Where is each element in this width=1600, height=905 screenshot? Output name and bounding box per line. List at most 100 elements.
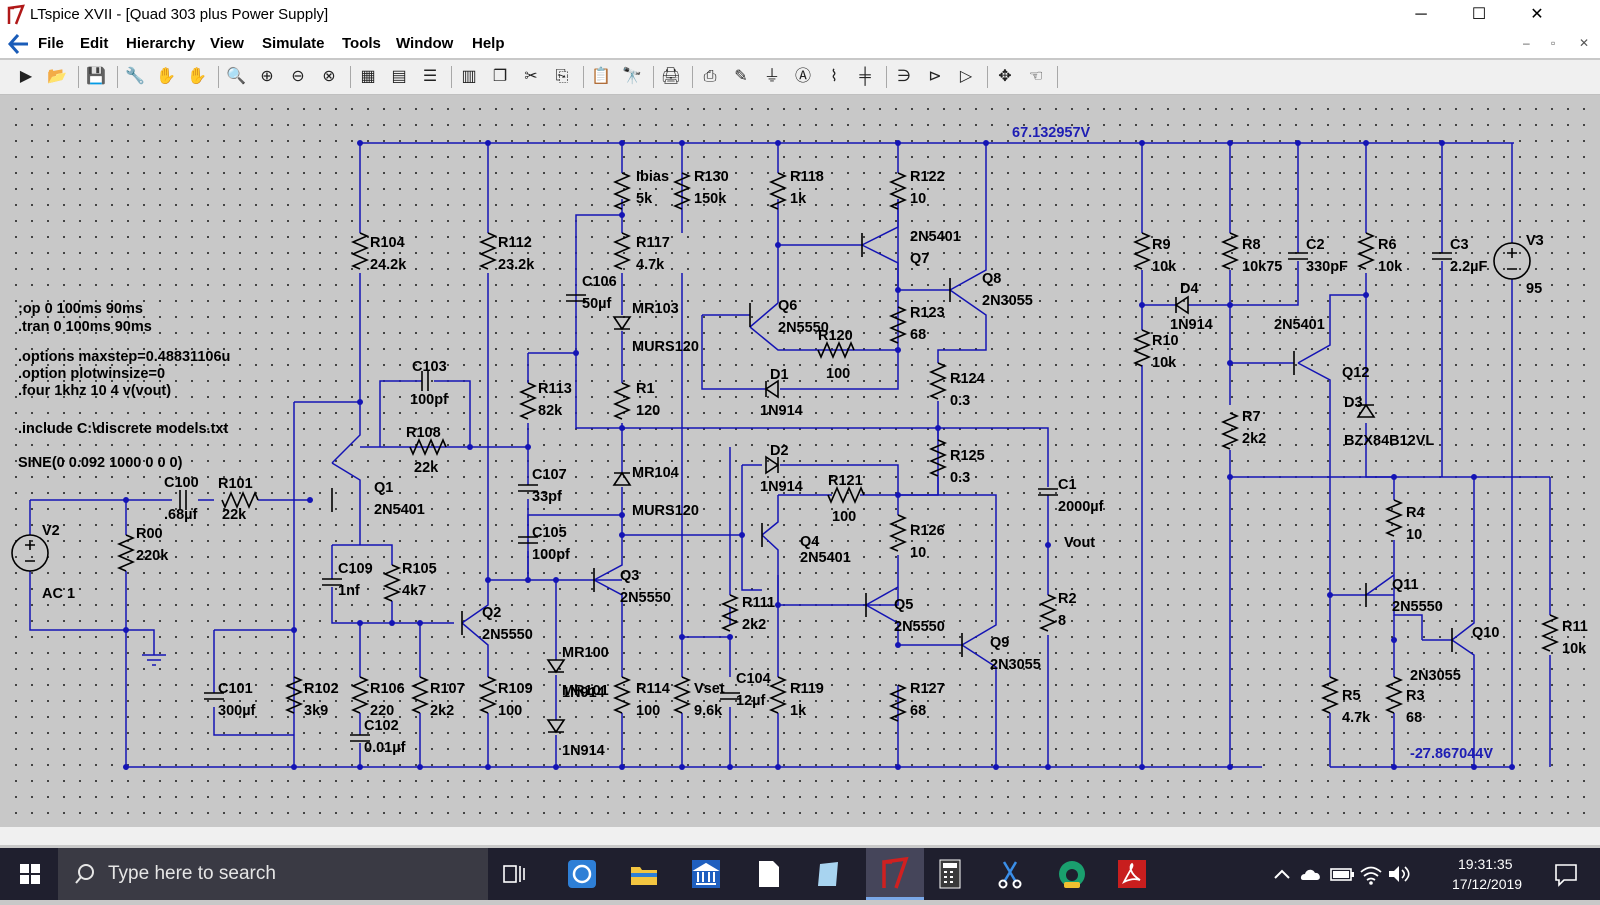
mr100-diode[interactable] [546, 659, 566, 674]
r130-resistor[interactable] [672, 172, 692, 210]
r113-resistor[interactable] [518, 382, 538, 420]
include-directive[interactable]: .include C:\discrete models.txt [18, 421, 228, 437]
c1-capacitor[interactable] [1038, 488, 1058, 496]
menu-window[interactable]: Window [396, 35, 454, 52]
sine-source-spec[interactable]: SINE(0 0.092 1000 0 0 0) [18, 455, 183, 471]
halt-icon[interactable]: ✋ [156, 68, 176, 85]
op-directive[interactable]: ;op 0 100ms 90ms [18, 301, 143, 317]
menu-tools[interactable]: Tools [342, 35, 381, 52]
snipping-tool-icon[interactable] [994, 858, 1026, 890]
r2-resistor[interactable] [1038, 594, 1058, 632]
menu-help[interactable]: Help [472, 35, 505, 52]
onedrive-cloud-icon[interactable] [1298, 862, 1324, 886]
cascade-icon[interactable]: ❐ [492, 68, 508, 85]
r8-resistor[interactable] [1220, 232, 1240, 270]
file-explorer-icon[interactable] [628, 858, 660, 890]
v3-voltage-source[interactable] [1493, 242, 1531, 280]
tran-directive[interactable]: .tran 0 100ms 90ms [18, 319, 152, 335]
capacitor-icon[interactable]: ╪ [859, 68, 871, 85]
run-icon[interactable]: ▶ [19, 68, 33, 85]
ground-icon[interactable]: ⏚ [763, 68, 780, 85]
schematic-canvas[interactable]: 67.132957V -27.867044V Vout ;op 0 100ms … [2, 95, 1598, 825]
c106-capacitor[interactable] [566, 294, 586, 302]
resistor-icon[interactable]: ⌇ [830, 68, 838, 85]
mr104-diode[interactable] [612, 471, 632, 486]
menu-file[interactable]: File [38, 35, 64, 52]
label-net-icon[interactable]: Ⓐ [794, 68, 811, 85]
clock-time[interactable]: 19:31:35 [1458, 856, 1513, 872]
mdi-minimize-button[interactable]: – [1523, 36, 1530, 50]
c105-capacitor[interactable] [518, 536, 538, 544]
copy-icon[interactable]: ⎘ [555, 68, 569, 85]
mdi-restore-button[interactable]: ▫ [1551, 36, 1556, 50]
r112-resistor[interactable] [478, 232, 498, 270]
v2-voltage-source[interactable] [11, 534, 49, 572]
notification-center-icon[interactable] [1552, 860, 1580, 888]
r111-resistor[interactable] [720, 594, 740, 632]
menu-view[interactable]: View [210, 35, 244, 52]
chevron-up-icon[interactable] [1270, 862, 1294, 886]
d3-diode[interactable] [1356, 403, 1376, 418]
c107-capacitor[interactable] [518, 484, 538, 492]
r105-resistor[interactable] [382, 564, 402, 602]
r123-resistor[interactable] [888, 306, 908, 344]
move-icon[interactable]: ✥ [998, 68, 1012, 85]
ibias-resistor[interactable] [612, 172, 632, 210]
document-app-icon[interactable] [752, 858, 784, 890]
r7-resistor[interactable] [1220, 412, 1240, 450]
r6-resistor[interactable] [1356, 232, 1376, 270]
c103-capacitor[interactable] [421, 371, 429, 391]
vset-resistor[interactable] [672, 676, 692, 714]
zoom-area-icon[interactable]: ⊕ [260, 68, 274, 85]
mdi-close-button[interactable]: ✕ [1579, 36, 1590, 50]
draw-wire-icon[interactable]: ✎ [734, 68, 748, 85]
diode-icon[interactable]: ⊳ [928, 68, 942, 85]
d4-diode[interactable] [1174, 295, 1189, 315]
r121-resistor[interactable] [827, 485, 865, 505]
start-button[interactable] [0, 848, 58, 900]
notepad-app-icon[interactable] [812, 858, 844, 890]
r10-resistor[interactable] [1132, 329, 1152, 367]
task-view-icon[interactable] [498, 858, 530, 890]
ltspice-taskbar-icon[interactable] [866, 848, 924, 900]
c3-capacitor[interactable] [1432, 252, 1452, 260]
ascii-icon[interactable]: ▤ [391, 68, 407, 85]
r106-resistor[interactable] [350, 676, 370, 714]
acrobat-icon[interactable] [1116, 858, 1148, 890]
calculator-icon[interactable] [934, 858, 966, 890]
r126-resistor[interactable] [888, 514, 908, 552]
plotwinsize-directive[interactable]: .option plotwinsize=0 [18, 366, 165, 382]
battery-icon[interactable] [1328, 862, 1356, 886]
paste-icon[interactable]: 📋 [591, 68, 611, 85]
d1-diode[interactable] [764, 379, 779, 399]
open-icon[interactable]: 📂 [47, 68, 67, 85]
c104-capacitor[interactable] [720, 692, 740, 700]
taskbar-search-box[interactable]: Type here to search [58, 848, 488, 900]
c101-capacitor[interactable] [204, 692, 224, 700]
drag-icon[interactable]: ☜ [1028, 68, 1044, 85]
r124-resistor[interactable] [928, 362, 948, 400]
edge-dev-icon[interactable] [1056, 858, 1088, 890]
maxstep-directive[interactable]: .options maxstep=0.48831106u [18, 349, 230, 365]
maximize-button[interactable]: ☐ [1471, 6, 1487, 23]
find-icon[interactable]: 🔭 [622, 68, 642, 85]
r109-resistor[interactable] [478, 676, 498, 714]
cut-icon[interactable]: ✂ [524, 68, 538, 85]
c109-capacitor[interactable] [322, 578, 342, 586]
pan-icon[interactable]: ✋ [187, 68, 207, 85]
menu-hierarchy[interactable]: Hierarchy [126, 35, 196, 52]
print-setup-icon[interactable]: ⎙ [703, 68, 717, 85]
r5-resistor[interactable] [1320, 676, 1340, 714]
r118-resistor[interactable] [768, 172, 788, 210]
r102-resistor[interactable] [284, 676, 304, 714]
volume-icon[interactable] [1386, 862, 1412, 886]
r107-resistor[interactable] [410, 676, 430, 714]
r101-resistor[interactable] [221, 490, 259, 510]
r4-resistor[interactable] [1384, 499, 1404, 537]
print-icon[interactable]: 🖨 [660, 68, 682, 85]
mr103-diode[interactable] [612, 316, 632, 331]
r117-resistor[interactable] [612, 232, 632, 270]
r127-resistor[interactable] [888, 684, 908, 722]
bank-app-icon[interactable] [690, 858, 722, 890]
zoom-fit-icon[interactable]: ⊗ [322, 68, 336, 85]
